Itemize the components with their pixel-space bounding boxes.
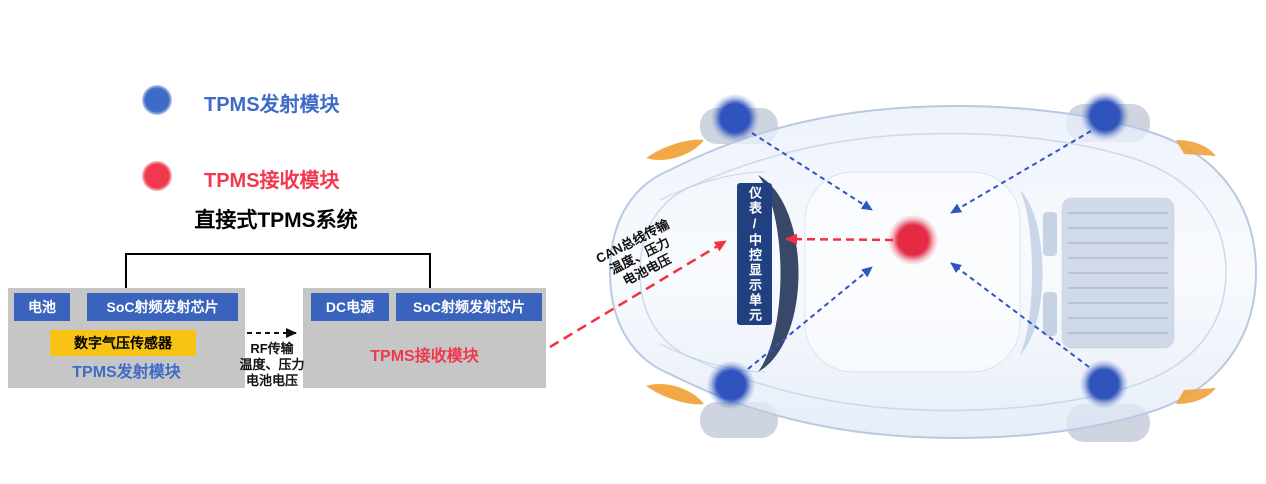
transmitter-module: 电池 SoC射频发射芯片 数字气压传感器 TPMS发射模块 [8, 288, 245, 388]
car-top-view-illustration [608, 104, 1258, 442]
wheel-sensor-dot-front-right [707, 361, 755, 409]
legend-transmitter-label: TPMS发射模块 [204, 94, 340, 116]
rx-soc-chip-block: SoC射频发射芯片 [396, 293, 542, 321]
wheel-sensor-dot-rear-right [1080, 360, 1128, 408]
tx-soc-chip-block: SoC射频发射芯片 [87, 293, 238, 321]
wheel-arrow-rear-right [950, 262, 1090, 368]
rf-caption-line1: RF传输 [250, 341, 294, 356]
receiver-module: DC电源 SoC射频发射芯片 TPMS接收模块 [303, 288, 546, 388]
battery-block: 电池 [14, 293, 70, 321]
receiver-module-label: TPMS接收模块 [370, 348, 479, 365]
legend-receiver-dot-icon [142, 161, 172, 191]
transmitter-module-label: TPMS发射模块 [72, 364, 181, 381]
display-unit-box: 仪表/中控显示单元 [737, 183, 772, 325]
receiver-to-display-arrow [785, 233, 894, 245]
dc-power-block: DC电源 [311, 293, 389, 321]
car-engine-block [1043, 197, 1175, 349]
legend-receiver-label: TPMS接收模块 [204, 170, 340, 192]
car-cabin [804, 171, 1021, 373]
wheel-sensor-dot-front-left [711, 94, 759, 142]
receiver-dot [888, 215, 938, 265]
wheel-sensor-dot-rear-left [1081, 92, 1129, 140]
display-unit-label: 仪表/中控显示单元 [747, 185, 762, 323]
rf-caption-line2: 温度、压力 [239, 357, 305, 372]
diagram-title: 直接式TPMS系统 [194, 209, 358, 232]
pressure-sensor-block: 数字气压传感器 [50, 330, 196, 356]
rf-transmission-caption: RF传输 温度、压力 电池电压 [224, 341, 320, 389]
bracket-line [125, 253, 431, 289]
car-rear-window [1020, 190, 1043, 355]
rf-caption-line3: 电池电压 [245, 373, 298, 388]
legend-transmitter-dot-icon [142, 85, 172, 115]
can-bus-caption: CAN总线传输 温度、压力 电池电压 [578, 209, 701, 304]
wheel-arrow-rear-left [950, 130, 1092, 214]
